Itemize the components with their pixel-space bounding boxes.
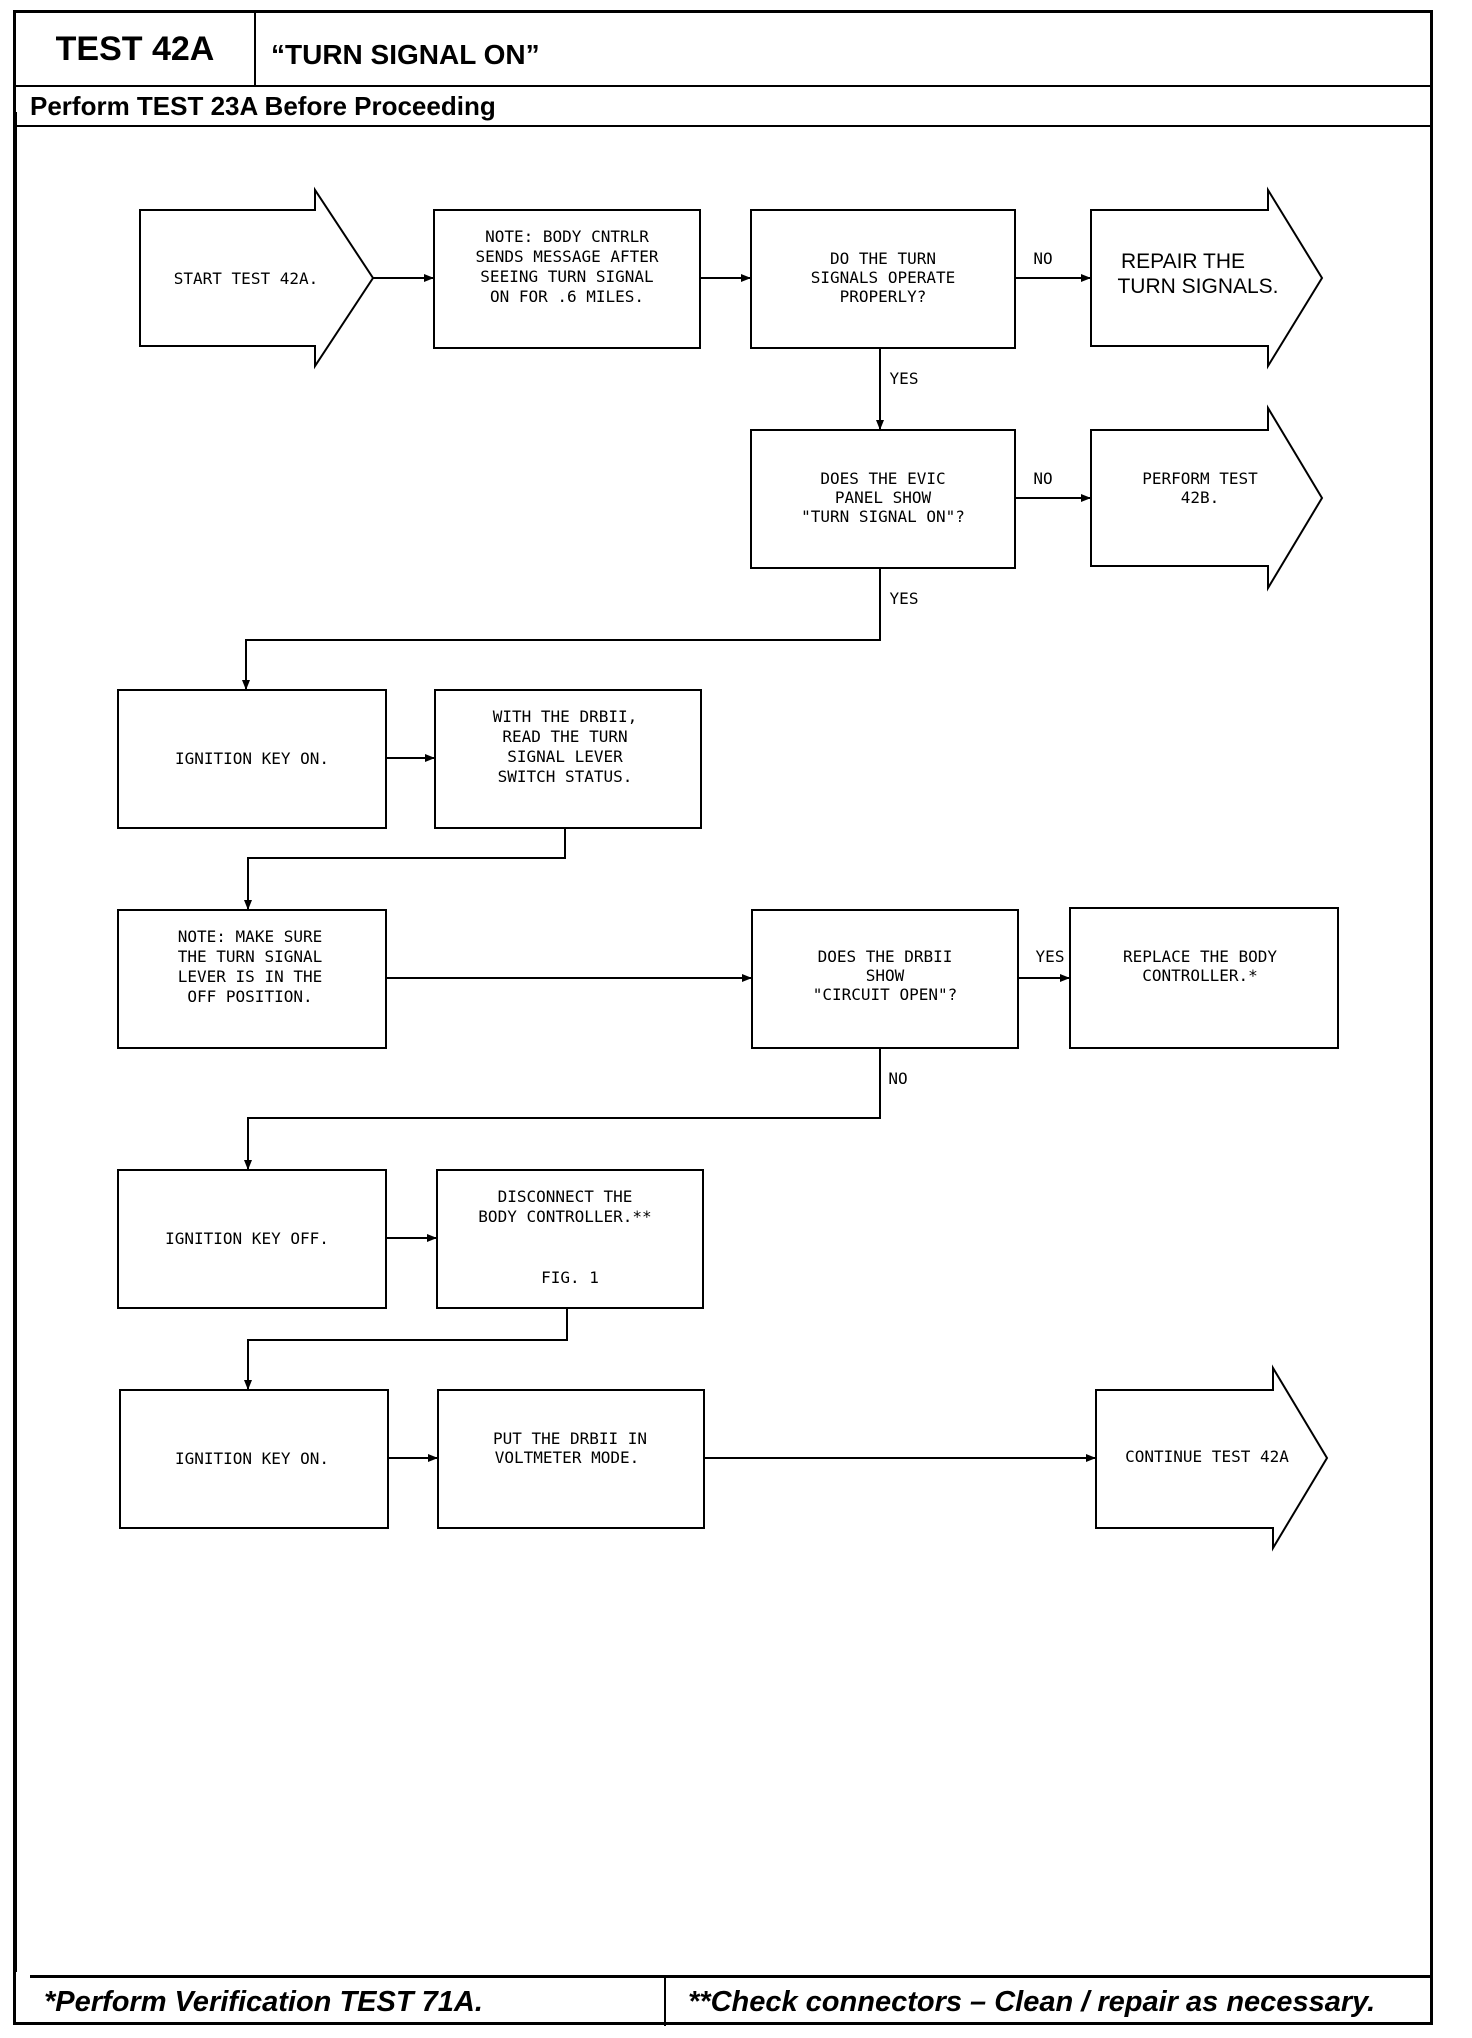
ignition-on-label: IGNITION KEY ON. xyxy=(175,1449,329,1468)
branch-no-label: NO xyxy=(1033,249,1052,268)
disconnect-box xyxy=(436,1169,704,1309)
start-arrow-shape xyxy=(139,186,375,370)
disconnect-line: DISCONNECT THE xyxy=(498,1187,633,1206)
decision-evic-line: PANEL SHOW xyxy=(835,488,932,507)
decision-turn-signals-line: DO THE TURN xyxy=(830,249,936,268)
footer-note-right: **Check connectors – Clean / repair as n… xyxy=(688,1985,1376,2018)
note-lever-line: LEVER IS IN THE xyxy=(178,967,323,986)
start-label: START TEST 42A. xyxy=(174,269,319,288)
connector xyxy=(244,1308,568,1390)
voltmeter-line: VOLTMETER MODE. xyxy=(495,1448,640,1467)
note-lever-line: THE TURN SIGNAL xyxy=(178,947,323,966)
footer-note-left: *Perform Verification TEST 71A. xyxy=(30,1978,666,2026)
replace-controller-box xyxy=(1069,907,1339,1049)
inner-left-rule xyxy=(14,112,17,1972)
decision-turn-signals-line: SIGNALS OPERATE xyxy=(811,268,956,287)
footer: *Perform Verification TEST 71A. **Check … xyxy=(30,1975,1433,2026)
prerequisite-row: Perform TEST 23A Before Proceeding xyxy=(16,85,1430,127)
repair-line: REPAIR THE xyxy=(1121,250,1245,273)
branch-no-label: NO xyxy=(888,1069,907,1088)
read-switch-line: SWITCH STATUS. xyxy=(498,767,633,786)
page-title: “TURN SIGNAL ON” xyxy=(271,39,540,70)
connector xyxy=(244,1048,881,1170)
continue-label: CONTINUE TEST 42A xyxy=(1125,1447,1289,1466)
continue-arrow-shape xyxy=(1095,1364,1329,1552)
perform-42b-arrow-shape xyxy=(1090,404,1324,592)
header-row: TEST 42A “TURN SIGNAL ON” xyxy=(16,13,1430,87)
read-switch-line: READ THE TURN xyxy=(502,727,627,746)
read-switch-line: WITH THE DRBII, xyxy=(493,707,638,726)
decision-circuit-line: "CIRCUIT OPEN"? xyxy=(813,985,958,1004)
voltmeter-line: PUT THE DRBII IN xyxy=(493,1429,647,1448)
note-body-line: SEEING TURN SIGNAL xyxy=(480,267,653,286)
repair-arrow-shape xyxy=(1090,186,1324,370)
prerequisite-text: Perform TEST 23A Before Proceeding xyxy=(30,91,496,121)
decision-turn-signals-line: PROPERLY? xyxy=(840,287,927,306)
connector xyxy=(242,568,881,690)
branch-yes-label: YES xyxy=(890,589,919,608)
decision-evic-line: DOES THE EVIC xyxy=(820,469,945,488)
branch-yes-label: YES xyxy=(890,369,919,388)
note-body-line: SENDS MESSAGE AFTER xyxy=(475,247,658,266)
note-lever-line: NOTE: MAKE SURE xyxy=(178,927,323,946)
read-switch-line: SIGNAL LEVER xyxy=(507,747,623,766)
branch-yes-label: YES xyxy=(1036,947,1065,966)
decision-circuit-line: SHOW xyxy=(866,966,905,985)
disconnect-line: BODY CONTROLLER.** xyxy=(478,1207,651,1226)
branch-no-label: NO xyxy=(1033,469,1052,488)
read-switch-box xyxy=(434,689,702,829)
note-body-line: NOTE: BODY CNTRLR xyxy=(485,227,649,246)
note-body-line: ON FOR .6 MILES. xyxy=(490,287,644,306)
perform-42b-line: 42B. xyxy=(1181,488,1220,507)
replace-line: REPLACE THE BODY xyxy=(1123,947,1277,966)
repair-line: TURN SIGNALS. xyxy=(1117,275,1278,298)
decision-evic-line: "TURN SIGNAL ON"? xyxy=(801,507,965,526)
note-lever-line: OFF POSITION. xyxy=(187,987,312,1006)
replace-line: CONTROLLER.* xyxy=(1142,966,1258,985)
ignition-off-label: IGNITION KEY OFF. xyxy=(165,1229,329,1248)
test-id: TEST 42A xyxy=(16,13,256,85)
connector xyxy=(244,828,566,910)
fig-reference: FIG. 1 xyxy=(541,1268,599,1287)
ignition-on-label: IGNITION KEY ON. xyxy=(175,749,329,768)
perform-42b-line: PERFORM TEST xyxy=(1142,469,1258,488)
decision-circuit-line: DOES THE DRBII xyxy=(818,947,953,966)
